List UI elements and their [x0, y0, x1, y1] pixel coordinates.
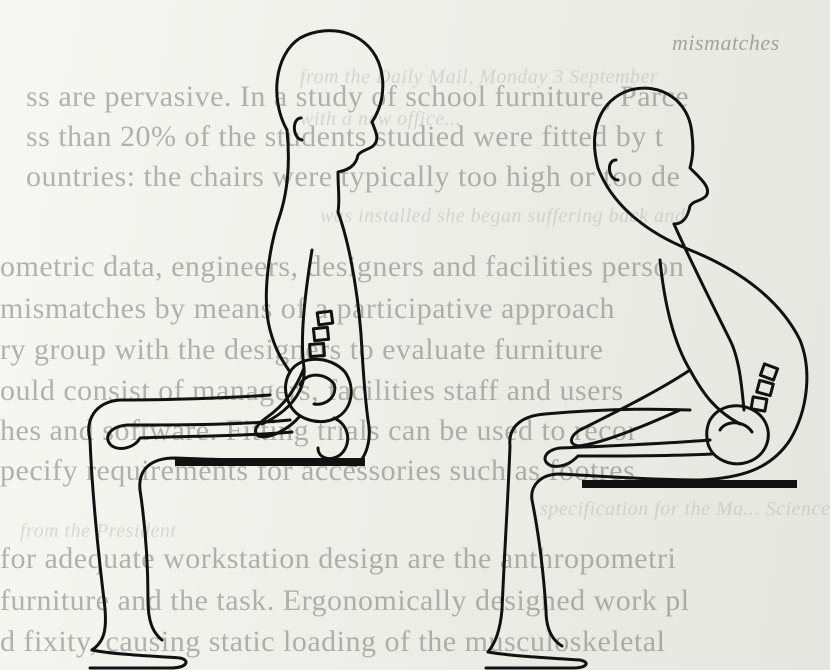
slumped-ear: [609, 160, 618, 180]
slumped-vertebra: [760, 364, 777, 380]
upright-thigh-top: [89, 395, 270, 440]
upright-shin-back: [140, 490, 162, 640]
upright-ear: [294, 118, 302, 140]
upright-head-outline: [277, 31, 383, 212]
slumped-front-outline: [674, 224, 744, 410]
upright-pelvis-inner: [300, 375, 335, 404]
slumped-head-outline: [595, 88, 708, 224]
slumped-shin-front: [488, 446, 510, 652]
slumped-pelvis-bone: [707, 406, 769, 464]
slumped-vertebra: [757, 380, 774, 395]
slumped-back-outline: [598, 168, 807, 440]
upright-sit-bone: [318, 418, 348, 459]
slumped-foot: [486, 652, 586, 668]
upright-pelvis-bone: [286, 359, 352, 421]
upright-foot: [90, 650, 186, 668]
slumped-seated-figure: [486, 88, 807, 668]
upright-vertebra: [313, 327, 328, 340]
upright-vertebra: [317, 311, 333, 325]
upright-front-outline: [338, 212, 369, 465]
upright-vertebra: [310, 344, 325, 357]
slumped-shin-back: [532, 500, 562, 646]
upright-shin-front: [90, 440, 106, 650]
upright-seated-figure: [89, 31, 383, 668]
slumped-seat: [582, 480, 797, 488]
slumped-pelvis-inner: [720, 423, 752, 432]
slumped-arm: [660, 260, 740, 424]
upright-seat: [175, 458, 365, 466]
upright-forearm: [256, 368, 304, 437]
upright-back-outline: [266, 130, 290, 372]
slumped-femur: [545, 440, 712, 466]
